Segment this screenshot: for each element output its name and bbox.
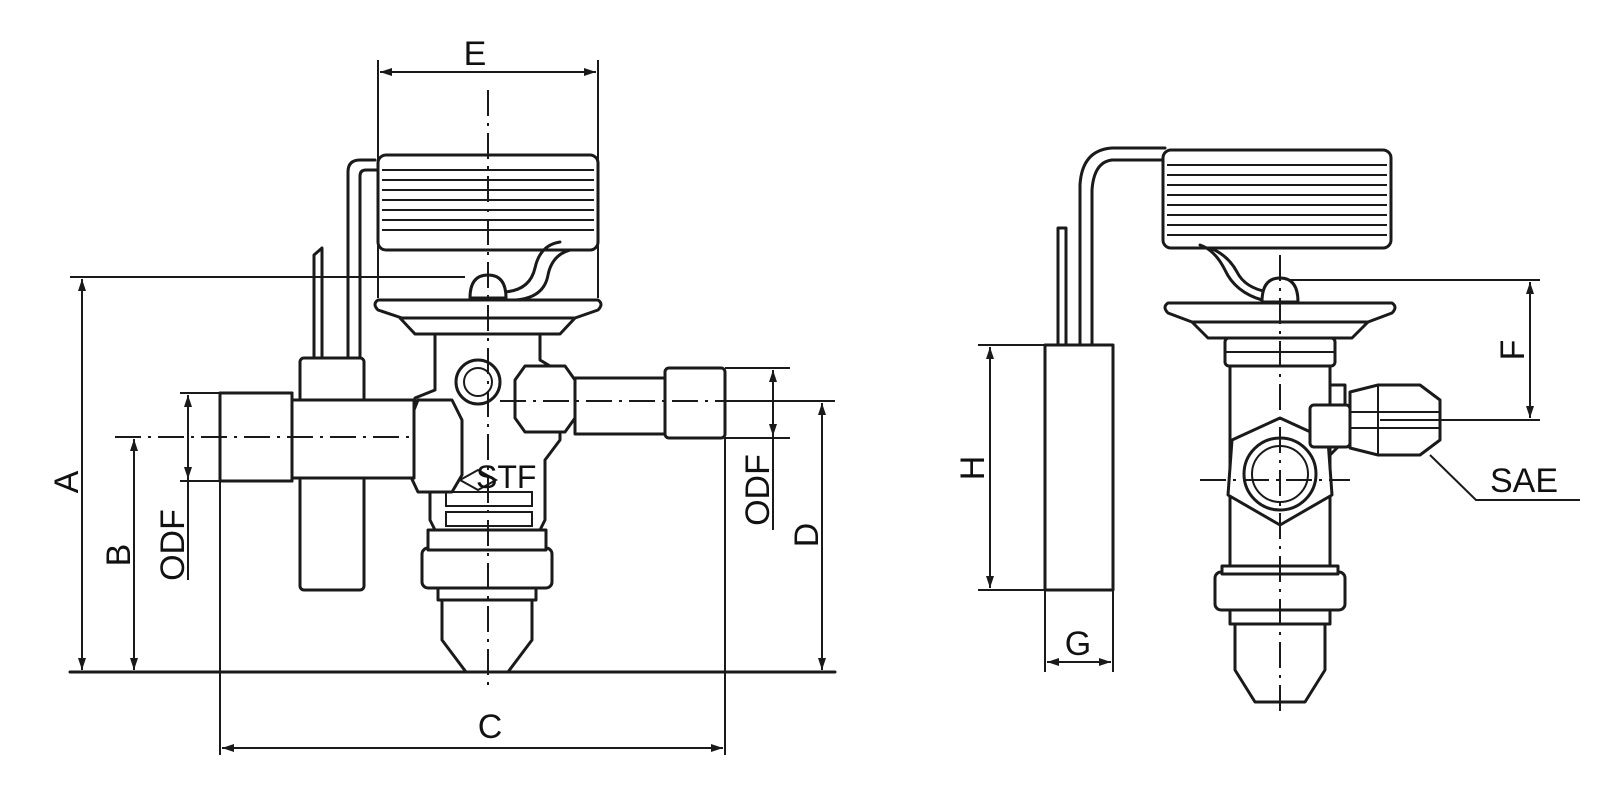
right-hex-nut [513,364,577,434]
front-view: A B ODF E ODF D C STF [48,35,837,755]
side-sae-pipe [1308,403,1352,449]
side-bulb-ribs [1167,164,1387,236]
label-sae: SAE [1490,462,1558,500]
label-e: E [464,35,487,73]
outlet-pipe [573,376,667,436]
label-odf-right: ODF [739,454,777,526]
label-g: G [1065,625,1091,663]
left-hex-nut [408,398,464,494]
equalizer-port [454,358,502,406]
lower-connector [440,598,534,674]
label-h: H [954,456,992,481]
bulb-tube [503,240,562,294]
sleeve-pin [312,246,324,360]
label-a: A [48,470,86,493]
label-c: C [478,708,503,746]
side-external-sleeve [1043,343,1115,592]
label-odf-left: ODF [154,509,192,581]
side-sleeve-pin [1056,226,1068,347]
label-f: F [1494,340,1532,361]
outlet-pipe-end [663,366,727,440]
side-capillary-tube [1078,146,1167,347]
side-bulb-tube [1198,243,1264,302]
label-d: D [788,523,826,548]
capillary-tube [346,158,377,362]
sae-leader [1429,454,1580,501]
body-marking: STF [476,459,536,495]
side-view: F H G SAE [954,146,1580,715]
label-b: B [100,544,138,567]
